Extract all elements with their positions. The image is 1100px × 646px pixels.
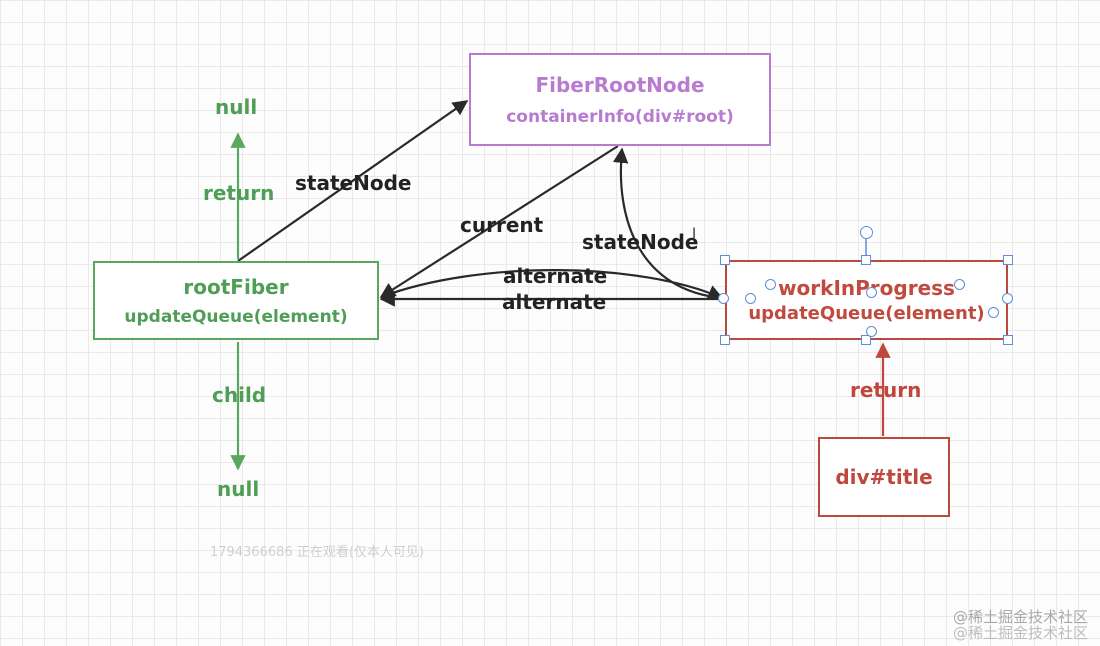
text-handle-top-right[interactable] [954, 279, 965, 290]
label-child: child [212, 383, 267, 407]
label-null-top: null [215, 95, 258, 119]
div-title-title: div#title [835, 465, 933, 489]
edge-statenode-wip-to-fiberroot [612, 147, 723, 300]
resize-handle-bottom[interactable] [861, 335, 871, 345]
label-return-red: return [850, 378, 922, 402]
viewer-notice: 1794366686 正在观看(仅本人可见) [210, 545, 424, 560]
label-alternate-top: alternate [503, 264, 608, 288]
fiber-root-node-subtitle: containerInfo(div#root) [506, 106, 734, 127]
text-handle-left[interactable] [745, 293, 756, 304]
fiber-root-node-title: FiberRootNode [535, 72, 705, 97]
label-current: current [460, 213, 544, 237]
fiber-root-node-box[interactable]: FiberRootNode containerInfo(div#root) [469, 53, 771, 146]
root-fiber-title: rootFiber [183, 274, 289, 299]
connector-handle-right[interactable] [1002, 293, 1013, 304]
resize-handle-bottom-left[interactable] [720, 335, 730, 345]
label-statenode-left: stateNode [295, 171, 412, 195]
watermark-text-shadow: @稀土掘金技术社区 [952, 624, 1088, 642]
div-title-box[interactable]: div#title [818, 437, 950, 517]
root-fiber-box[interactable]: rootFiber updateQueue(element) [93, 261, 379, 340]
text-cursor-icon: I [692, 226, 697, 242]
resize-handle-top[interactable] [861, 255, 871, 265]
resize-handle-top-left[interactable] [720, 255, 730, 265]
label-null-bottom: null [217, 477, 260, 501]
text-handle-top-left[interactable] [765, 279, 776, 290]
connector-handle-left[interactable] [718, 293, 729, 304]
text-handle-right[interactable] [988, 307, 999, 318]
watermark-text: @稀土掘金技术社区 [952, 608, 1088, 626]
label-alternate-bottom: alternate [502, 290, 607, 314]
rotate-handle[interactable] [860, 226, 873, 239]
label-return-green: return [203, 181, 275, 205]
resize-handle-top-right[interactable] [1003, 255, 1013, 265]
root-fiber-subtitle: updateQueue(element) [124, 306, 348, 327]
text-handle-bottom[interactable] [866, 326, 877, 337]
work-in-progress-subtitle: updateQueue(element) [748, 303, 985, 324]
resize-handle-bottom-right[interactable] [1003, 335, 1013, 345]
label-statenode-right: stateNode [582, 230, 699, 254]
text-handle-center[interactable] [866, 287, 877, 298]
